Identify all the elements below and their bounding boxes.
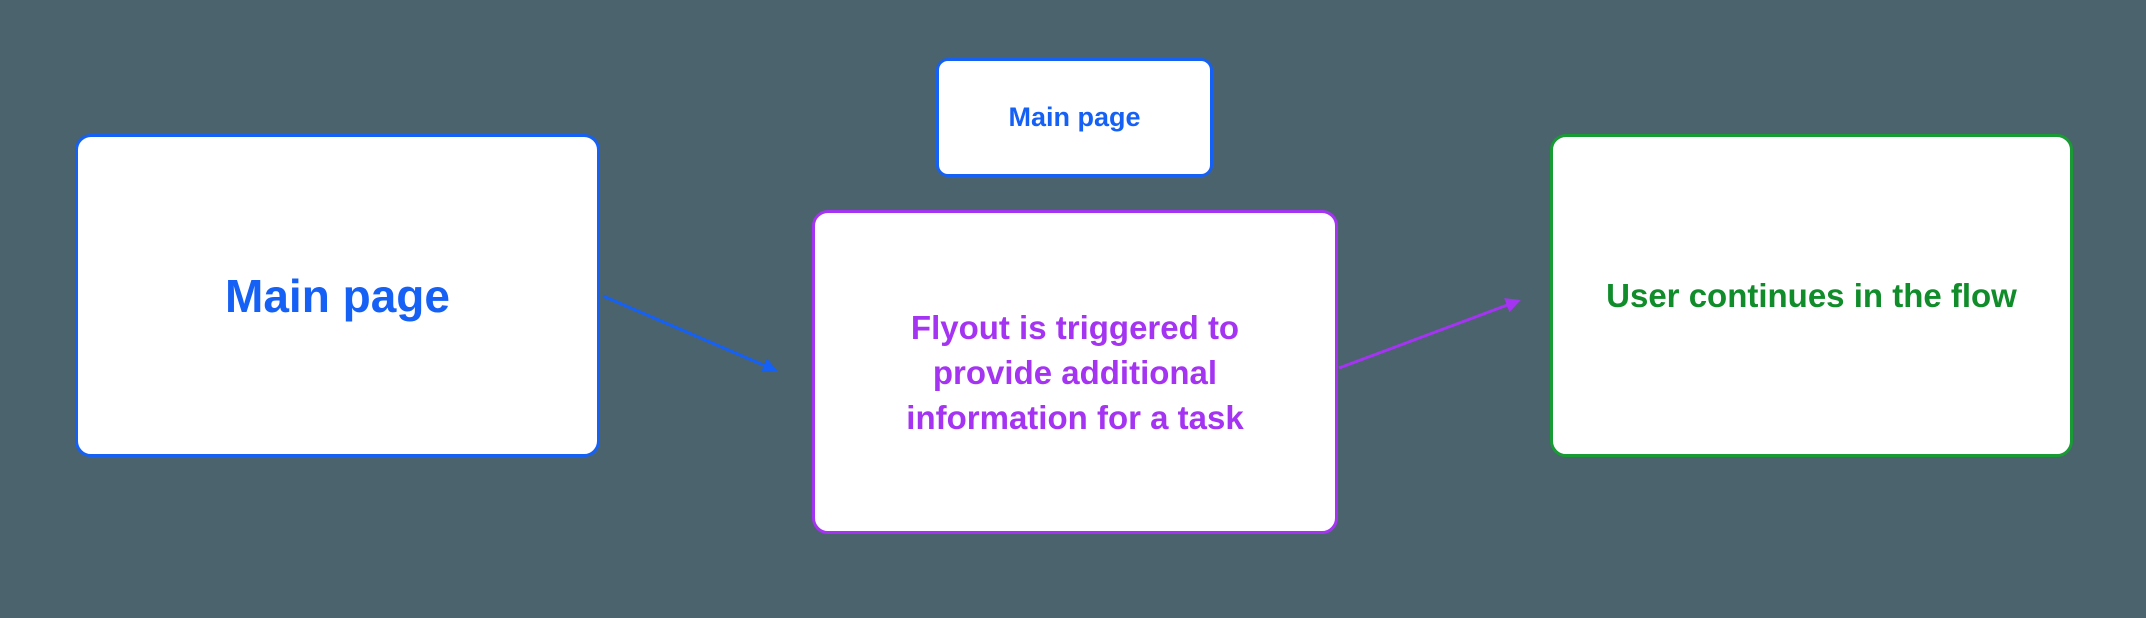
edge-main-to-flyout (602, 294, 778, 373)
node-main-page: Main page (75, 134, 600, 457)
node-main-page-small-label: Main page (1008, 102, 1141, 132)
node-main-page-small: Main page (936, 58, 1213, 177)
edge-flyout-to-continue (1338, 298, 1521, 370)
node-flyout: Flyout is triggered to provide additiona… (812, 210, 1338, 534)
node-main-page-label: Main page (225, 269, 450, 322)
node-user-continues: User continues in the flow (1550, 134, 2073, 457)
node-flyout-label: Flyout is triggered to provide additiona… (906, 308, 1244, 436)
node-user-continues-label: User continues in the flow (1606, 276, 2017, 314)
